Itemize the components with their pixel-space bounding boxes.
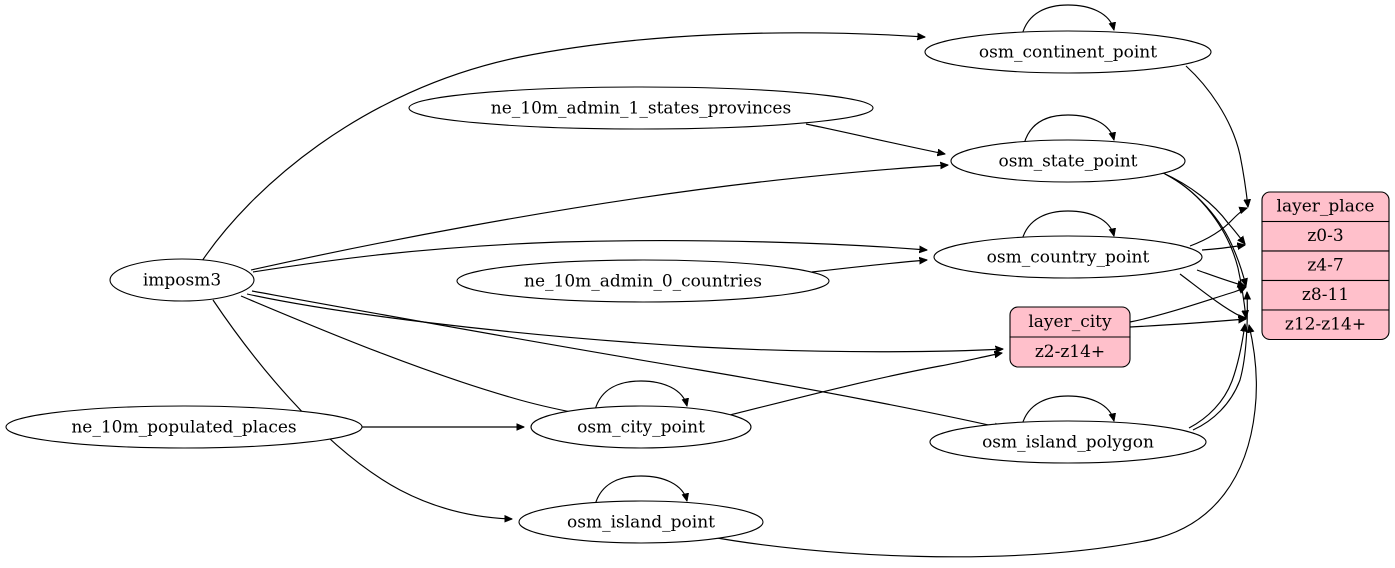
record-layer-place-row-z0-3-label: z0-3	[1307, 226, 1343, 246]
edge-osm-country-point-to-layer-place-z12-z14	[1179, 273, 1246, 318]
edge-layer-city-to-layer-place-z12-z14	[1129, 319, 1246, 328]
record-node-layer-city[interactable]: layer_city z2-z14+	[1009, 306, 1131, 368]
record-layer-place-header-label: layer_place	[1277, 197, 1375, 217]
edge-osm-state-point-to-layer-place-z4-7	[1162, 172, 1245, 244]
edge-imposm3-to-osm-city-point	[240, 295, 592, 416]
edge-imposm3-to-osm-island-point	[212, 299, 512, 519]
edge-osm-country-point-to-layer-place-z4-7	[1201, 245, 1245, 251]
edge-self-loop-osm-continent-point	[1021, 4, 1114, 36]
edge-self-loop-osm-state-point	[1023, 114, 1114, 145]
node-label-osm-continent-point: osm_continent_point	[979, 43, 1157, 63]
node-label-osm-country-point: osm_country_point	[987, 248, 1150, 268]
edge-self-loop-osm-island-point	[594, 475, 687, 506]
node-label-ne-10m-admin-0-countries: ne_10m_admin_0_countries	[524, 272, 762, 292]
edge-self-loop-osm-country-point	[1021, 210, 1114, 241]
record-layer-city-header-label: layer_city	[1028, 312, 1112, 332]
edge-osm-continent-point-to-layer-place-z0-3	[1185, 65, 1248, 207]
edge-imposm3-to-layer-city	[246, 293, 1003, 352]
node-ne-10m-admin-1-states-provinces[interactable]: ne_10m_admin_1_states_provinces	[408, 86, 874, 130]
node-label-osm-state-point: osm_state_point	[999, 152, 1138, 172]
edge-imposm3-to-osm-continent-point	[201, 32, 925, 262]
node-label-ne-10m-admin-1-states-provinces: ne_10m_admin_1_states_provinces	[491, 99, 791, 119]
edge-osm-island-point-to-layer-place-z12-z14	[705, 325, 1257, 558]
node-ne-10m-populated-places[interactable]: ne_10m_populated_places	[5, 405, 363, 449]
record-layer-place-row-z4-7-label: z4-7	[1307, 256, 1343, 276]
edge-osm-city-point-to-layer-city	[729, 353, 1002, 416]
edge-osm-country-point-to-layer-place-z0-3	[1189, 208, 1247, 247]
edge-osm-state-point-to-layer-place-z12-z14	[1166, 174, 1246, 318]
edge-osm-island-polygon-to-layer-place-z8-11	[1192, 292, 1247, 431]
edge-self-loop-osm-island-polygon	[1021, 395, 1114, 426]
record-layer-place-row-z12-z14-label: z12-z14+	[1285, 315, 1366, 335]
records-layer: layer_city z2-z14+ layer_place z0-3 z4-7…	[1009, 191, 1390, 368]
record-layer-place-row-z8-11-label: z8-11	[1302, 285, 1349, 305]
edge-imposm3-to-osm-country-point	[252, 240, 927, 273]
edge-imposm3-to-osm-island-polygon	[251, 290, 1002, 428]
node-osm-country-point[interactable]: osm_country_point	[933, 235, 1203, 279]
edge-ne-states-to-osm-state-point	[805, 123, 945, 154]
edge-osm-island-polygon-to-layer-place-z12-z14	[1188, 324, 1245, 429]
edge-ne-countries-to-osm-country-point	[811, 260, 927, 273]
edge-imposm3-to-osm-state-point	[250, 165, 948, 271]
record-layer-place-row-z4-7-cell[interactable]	[1261, 250, 1390, 282]
record-node-layer-place[interactable]: layer_place z0-3 z4-7 z8-11 z12-z14+	[1261, 191, 1390, 341]
node-ne-10m-admin-0-countries[interactable]: ne_10m_admin_0_countries	[456, 259, 830, 303]
node-osm-continent-point[interactable]: osm_continent_point	[924, 30, 1212, 74]
nodes-layer: imposm3 ne_10m_admin_1_states_provinces …	[5, 30, 1212, 544]
node-osm-city-point[interactable]: osm_city_point	[530, 405, 752, 449]
node-osm-island-polygon[interactable]: osm_island_polygon	[929, 420, 1207, 464]
node-label-osm-island-point: osm_island_point	[567, 513, 715, 533]
record-layer-place-row-z12-z14-cell[interactable]	[1261, 309, 1390, 341]
edge-osm-country-point-to-layer-place-z8-11	[1196, 269, 1245, 286]
node-label-osm-city-point: osm_city_point	[577, 418, 705, 438]
edge-self-loop-osm-city-point	[594, 380, 687, 411]
record-layer-place-row-z0-3-cell[interactable]	[1261, 220, 1390, 252]
node-osm-island-point[interactable]: osm_island_point	[518, 500, 764, 544]
node-osm-state-point[interactable]: osm_state_point	[950, 139, 1186, 183]
node-label-imposm3: imposm3	[143, 271, 221, 291]
record-layer-place-row-z8-11-cell[interactable]	[1261, 279, 1390, 311]
edges-layer	[201, 4, 1257, 558]
node-label-osm-island-polygon: osm_island_polygon	[982, 433, 1154, 453]
edge-layer-city-to-layer-place-z8-11	[1129, 287, 1246, 323]
node-label-ne-10m-populated-places: ne_10m_populated_places	[71, 418, 296, 438]
record-layer-city-row-z2-cell[interactable]	[1009, 336, 1131, 368]
record-layer-city-row-z2-label: z2-z14+	[1035, 342, 1105, 362]
node-imposm3[interactable]: imposm3	[109, 258, 255, 302]
